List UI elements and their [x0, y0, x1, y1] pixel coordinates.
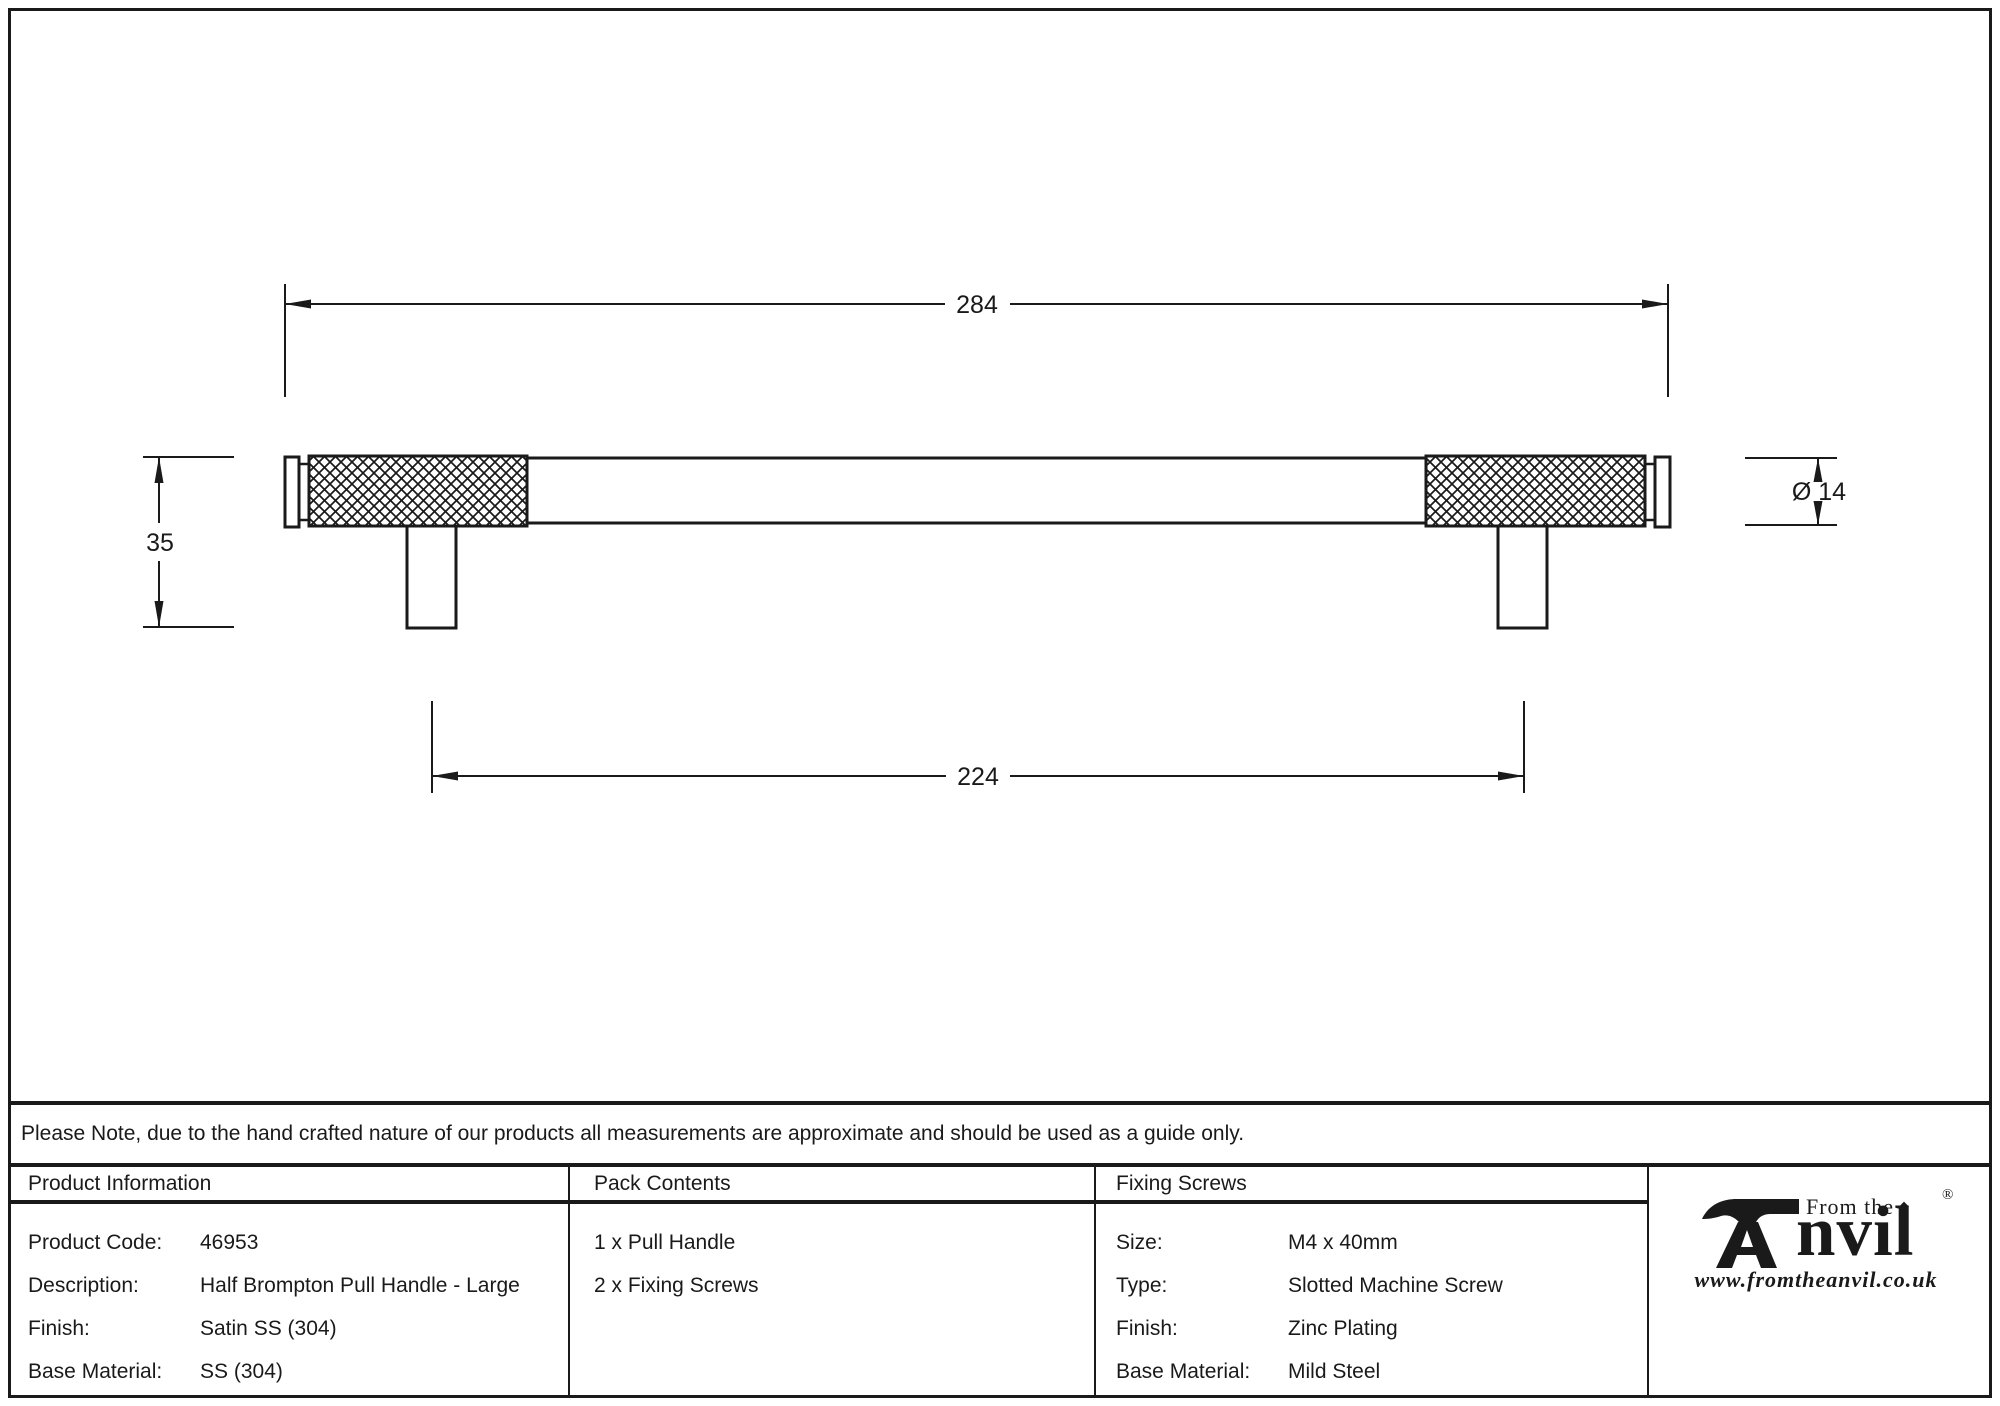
dim-label-35: 35	[146, 529, 174, 557]
handle-bar	[525, 456, 1428, 525]
arrowhead-right-icon	[1498, 771, 1524, 781]
product-information-column: Product Information Product Code: 46953 …	[11, 1167, 568, 1395]
right-post	[1496, 524, 1549, 630]
technical-drawing-area: 284	[11, 11, 1989, 1101]
dim-label-diameter: Ø 14	[1792, 478, 1846, 506]
row-value: M4 x 40mm	[1288, 1231, 1398, 1254]
measurement-note-bar: Please Note, due to the hand crafted nat…	[11, 1101, 1989, 1163]
product-info-table: Product Information Product Code: 46953 …	[11, 1163, 1989, 1395]
row-label: Finish:	[28, 1317, 90, 1340]
right-knurl-section	[1424, 454, 1647, 528]
arrowhead-down-icon	[154, 601, 164, 627]
table-row: Size: M4 x 40mm	[1116, 1221, 1647, 1264]
registered-trademark-icon: ®	[1942, 1187, 1954, 1203]
table-row: Description: Half Brompton Pull Handle -…	[28, 1264, 568, 1307]
row-value: Satin SS (304)	[200, 1317, 337, 1340]
row-value: 46953	[200, 1231, 259, 1254]
row-label: Base Material:	[28, 1360, 163, 1383]
pack-item: 1 x Pull Handle	[594, 1231, 736, 1254]
row-value: Mild Steel	[1288, 1360, 1381, 1383]
left-end-cap	[283, 455, 301, 529]
row-value: Half Brompton Pull Handle - Large	[200, 1274, 520, 1297]
table-row: Finish: Zinc Plating	[1116, 1307, 1647, 1350]
drawing-frame: 284	[8, 8, 1992, 1398]
arrowhead-down-icon	[1813, 501, 1823, 525]
arrowhead-left-icon	[285, 299, 311, 309]
fixing-screws-header: Fixing Screws	[1096, 1167, 1647, 1204]
row-label: Size:	[1116, 1231, 1163, 1254]
row-label: Finish:	[1116, 1317, 1178, 1340]
arrowhead-right-icon	[1642, 299, 1668, 309]
left-post	[405, 524, 458, 630]
table-row: Base Material: Mild Steel	[1116, 1350, 1647, 1393]
arrowhead-up-icon	[1813, 458, 1823, 482]
table-row: Finish: Satin SS (304)	[28, 1307, 568, 1350]
row-label: Type:	[1116, 1274, 1168, 1297]
row-label: Base Material:	[1116, 1360, 1251, 1383]
pack-contents-column: Pack Contents 1 x Pull Handle 2 x Fixing…	[568, 1167, 1094, 1395]
pull-handle-drawing: 284	[143, 284, 1846, 793]
pack-item: 2 x Fixing Screws	[594, 1274, 759, 1297]
dim-label-284: 284	[956, 291, 998, 319]
measurement-note-text: Please Note, due to the hand crafted nat…	[21, 1122, 1245, 1145]
table-row: Type: Slotted Machine Screw	[1116, 1264, 1647, 1307]
right-knurl-border	[1424, 454, 1647, 528]
dim-label-224: 224	[957, 763, 999, 791]
left-knurl-section	[307, 454, 529, 528]
row-value: SS (304)	[200, 1360, 283, 1383]
anvil-icon	[1702, 1199, 1799, 1268]
left-knurl-border	[307, 454, 529, 528]
table-row: Base Material: SS (304)	[28, 1350, 568, 1393]
logo-anvil-text: nvil	[1796, 1193, 1915, 1271]
logo-website-text: www.fromtheanvil.co.uk	[1694, 1267, 1938, 1292]
fixing-screws-column: Fixing Screws Size: M4 x 40mm Type: Slot…	[1094, 1167, 1647, 1395]
row-label: Description:	[28, 1274, 139, 1297]
right-end-cap	[1653, 455, 1672, 529]
pull-handle-shape	[283, 454, 1672, 630]
row-value: Zinc Plating	[1288, 1317, 1398, 1340]
arrowhead-up-icon	[154, 457, 164, 483]
from-the-anvil-logo: From the ◆ nvil ® www.fromtheanvil.co.uk	[1649, 1167, 1989, 1395]
arrowhead-left-icon	[432, 771, 458, 781]
dimension-overall-length	[284, 284, 1669, 397]
brand-logo-cell: From the ◆ nvil ® www.fromtheanvil.co.uk	[1647, 1167, 1989, 1395]
product-information-header: Product Information	[11, 1167, 568, 1204]
table-row: Product Code: 46953	[28, 1221, 568, 1264]
logo-from-the-text: From the	[1806, 1194, 1895, 1219]
diamond-icon: ◆	[1899, 1198, 1909, 1213]
row-label: Product Code:	[28, 1231, 163, 1254]
row-value: Slotted Machine Screw	[1288, 1274, 1503, 1297]
dimension-fixing-centres	[431, 701, 1525, 793]
pack-contents-header: Pack Contents	[570, 1167, 1094, 1204]
